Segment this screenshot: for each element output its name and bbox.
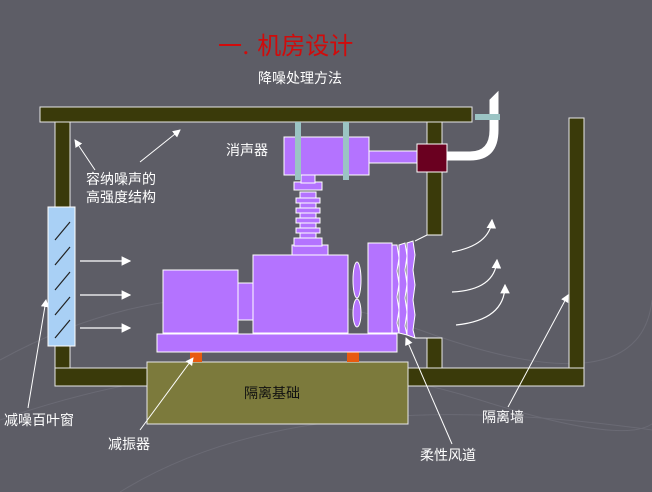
room-structure [39, 106, 585, 387]
floor-left [54, 367, 151, 387]
muffler-label: 消声器 [226, 143, 268, 159]
damper-label: 减振器 [108, 437, 150, 453]
slide-subtitle: 降噪处理方法 [258, 71, 342, 87]
wall-penetration [416, 143, 448, 173]
fan-blade-bottom [352, 298, 362, 328]
inner-wall-lower [426, 337, 443, 369]
structure-label-line1: 容纳噪声的 [86, 172, 156, 188]
muffler-riser [300, 174, 316, 184]
louver-window [47, 206, 76, 347]
damper-right [347, 352, 359, 362]
exhaust-outlet-pipe [446, 90, 499, 161]
duct-label: 柔性风道 [420, 448, 476, 464]
exhaust-system [283, 90, 500, 247]
isolation-foundation [146, 361, 409, 425]
foundation-label: 隔离基础 [244, 386, 300, 402]
louver-label: 减噪百叶窗 [4, 413, 74, 429]
wall-label: 隔离墙 [482, 410, 524, 426]
floor-right [406, 367, 585, 387]
structure-label-line2: 高强度结构 [86, 190, 156, 206]
exhaust-pipe [368, 150, 418, 164]
isolation-wall [568, 117, 585, 369]
radiator [367, 242, 393, 334]
alternator [162, 269, 239, 334]
inner-wall-upper [426, 121, 443, 236]
equipment-base [156, 333, 398, 353]
left-wall-lower [54, 345, 71, 369]
muffler-hangers [295, 122, 349, 180]
flexible-duct [391, 234, 442, 339]
left-wall-upper [54, 121, 71, 209]
engine [252, 254, 349, 334]
ceiling-beam [39, 106, 473, 123]
slide-title: 一. 机房设计 [218, 32, 354, 60]
fan-blade-top [352, 261, 362, 299]
airflow-arrows [80, 218, 510, 333]
vibration-dampers [190, 352, 359, 362]
leader-lines [27, 129, 569, 445]
damper-left [190, 352, 202, 362]
coupling [237, 282, 254, 321]
generator-set [162, 242, 393, 334]
